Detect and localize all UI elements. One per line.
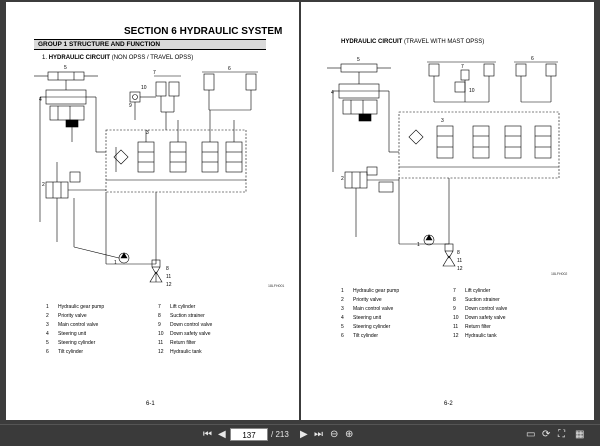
diagram-title: HYDRAULIC CIRCUIT [48,55,111,61]
svg-text:10: 10 [469,88,475,94]
svg-text:7: 7 [461,64,464,70]
svg-text:12: 12 [457,266,463,272]
viewer-toolbar: ⏮ ◀ 137 / 213 ▶ ⏭ ⊖ ⊕ ▭ ⟳ ⛶ ▦ [0,424,600,446]
svg-text:12: 12 [166,282,172,288]
svg-text:2: 2 [42,182,45,188]
diagram-title: HYDRAULIC CIRCUIT [341,39,403,45]
hydraulic-tank [442,255,456,267]
document-page-right: HYDRAULIC CIRCUIT (TRAVEL WITH MAST OPSS… [301,2,594,420]
fit-width-icon[interactable]: ▭ [526,429,536,440]
return-filter [444,250,454,259]
zoom-in-icon[interactable]: ⊕ [345,429,354,440]
last-page-icon[interactable]: ⏭ [314,429,323,440]
svg-text:2: 2 [341,176,344,182]
drawing-code: 18LFH001 [268,284,285,288]
grid-view-icon[interactable]: ▦ [575,429,585,440]
document-page-left: SECTION 6 HYDRAULIC SYSTEM GROUP 1 STRUC… [6,2,299,420]
main-control-valve [398,111,560,179]
svg-text:6: 6 [228,66,231,72]
lift-cylinder [155,81,167,97]
diagram-number: 1. [42,55,48,61]
svg-text:9: 9 [129,103,132,109]
svg-text:11: 11 [166,274,171,280]
zoom-out-icon[interactable]: ⊖ [330,429,339,440]
fullscreen-icon[interactable]: ⛶ [558,429,565,440]
main-control-valve [105,129,247,193]
svg-text:5: 5 [64,65,67,71]
diagram-heading-right: HYDRAULIC CIRCUIT (TRAVEL WITH MAST OPSS… [341,39,484,45]
down-safety-valve [454,81,466,93]
svg-text:4: 4 [39,97,42,103]
diagram-subtitle: (NON OPSS / TRAVEL OPSS) [111,55,194,61]
svg-text:7: 7 [153,70,156,76]
return-filter [151,266,161,275]
drawing-code: 18LFH002 [551,272,568,276]
rotate-icon[interactable]: ⟳ [542,429,551,440]
tilt-cylinder [203,73,215,91]
lift-cylinder [460,69,470,81]
current-page-input[interactable]: 137 [230,428,268,441]
svg-text:1: 1 [114,260,117,266]
suction-strainer [151,259,161,268]
svg-text:1: 1 [417,242,420,248]
next-page-icon[interactable]: ▶ [300,429,308,440]
svg-text:6: 6 [531,56,534,62]
svg-text:10: 10 [141,85,147,91]
section-title: SECTION 6 HYDRAULIC SYSTEM [124,26,283,37]
page-number: 6-1 [146,401,155,407]
down-safety-valve [129,91,141,103]
group-title: GROUP 1 STRUCTURE AND FUNCTION [34,39,266,50]
prev-page-icon[interactable]: ◀ [218,429,226,440]
svg-text:5: 5 [357,57,360,63]
svg-text:8: 8 [166,266,169,272]
tilt-cylinder [515,63,527,77]
diagram-subtitle: (TRAVEL WITH MAST OPSS) [404,39,485,45]
hydraulic-circuit-diagram-right: 5 4 7 10 6 2 1 8 11 12 3 [327,56,560,272]
svg-text:3: 3 [441,118,444,124]
down-control-valve [378,181,394,193]
priority-valve [344,171,368,189]
suction-strainer [444,243,454,252]
steering-cylinder [340,63,378,73]
svg-text:3: 3 [146,130,149,136]
diagram-heading-left: 1. HYDRAULIC CIRCUIT (NON OPSS / TRAVEL … [42,55,193,61]
total-pages-label: / 213 [271,430,289,439]
svg-text:8: 8 [457,250,460,256]
priority-valve [45,181,69,199]
svg-text:4: 4 [331,90,334,96]
hydraulic-circuit-diagram-left: 5 4 7 10 9 6 2 1 8 11 12 3 [34,65,258,288]
svg-text:11: 11 [457,258,462,264]
steering-cylinder [47,71,85,81]
first-page-icon[interactable]: ⏮ [203,429,212,440]
page-number: 6-2 [444,401,453,407]
